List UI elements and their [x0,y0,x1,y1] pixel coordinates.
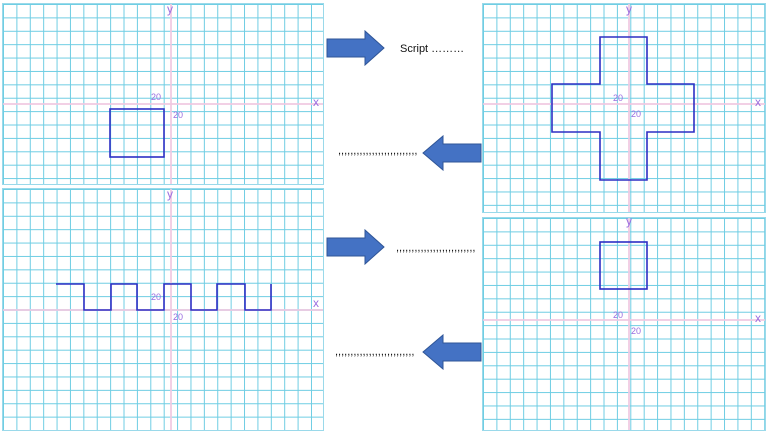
panel-square-wave: y x 20 20 [2,188,324,431]
arrow-right-bottom [326,229,385,265]
arrow-right-top [326,30,385,66]
shape-canvas [599,241,648,290]
x-axis-label: x [313,296,319,310]
arrow-left-top [422,135,482,171]
tick-label-x: 20 [173,110,184,120]
square-shape-small [599,241,648,290]
shape-canvas [551,36,695,181]
cross-shape [551,36,695,181]
x-axis-label: x [755,311,761,325]
x-axis-line [483,103,765,105]
x-axis-label: x [755,95,761,109]
x-axis-label: x [313,95,319,109]
panel-square-small: y x 20 20 [482,217,766,431]
square-shape [109,108,165,158]
y-axis-label: y [167,3,173,16]
square-wave-shape [56,283,272,311]
panel-square: y x 20 20 [2,3,324,185]
panel-cross: y x 20 20 [482,3,766,213]
tick-label-y: 20 [151,92,162,102]
caption-top-left: ,,,,,,,,,,,,,,,,,,,,,,,,,, [338,145,418,157]
shape-canvas [109,108,165,158]
caption-bottom-left: ,,,,,,,,,,,,,,,,,,,,,,,,,, [335,346,415,358]
tick-label-x: 20 [631,109,642,119]
arrow-left-bottom [422,334,482,370]
shape-canvas [56,283,272,311]
y-axis-label: y [626,217,632,228]
y-axis-label: y [167,188,173,201]
tick-label-y: 20 [613,310,624,320]
y-axis-line [628,218,630,430]
caption-bottom-right: ,,,,,,,,,,,,,,,,,,,,,,,,,, [396,242,476,254]
y-axis-label: y [626,3,632,16]
tick-label-x: 20 [173,312,184,322]
x-axis-line [3,103,323,105]
x-axis-line [483,319,765,321]
tick-label-x: 20 [631,326,642,336]
y-axis-line [170,4,172,184]
tick-label-y: 20 [613,93,624,103]
caption-script: Script ……… [400,43,465,55]
y-axis-line [628,4,630,212]
tick-label-y: 20 [151,292,162,302]
